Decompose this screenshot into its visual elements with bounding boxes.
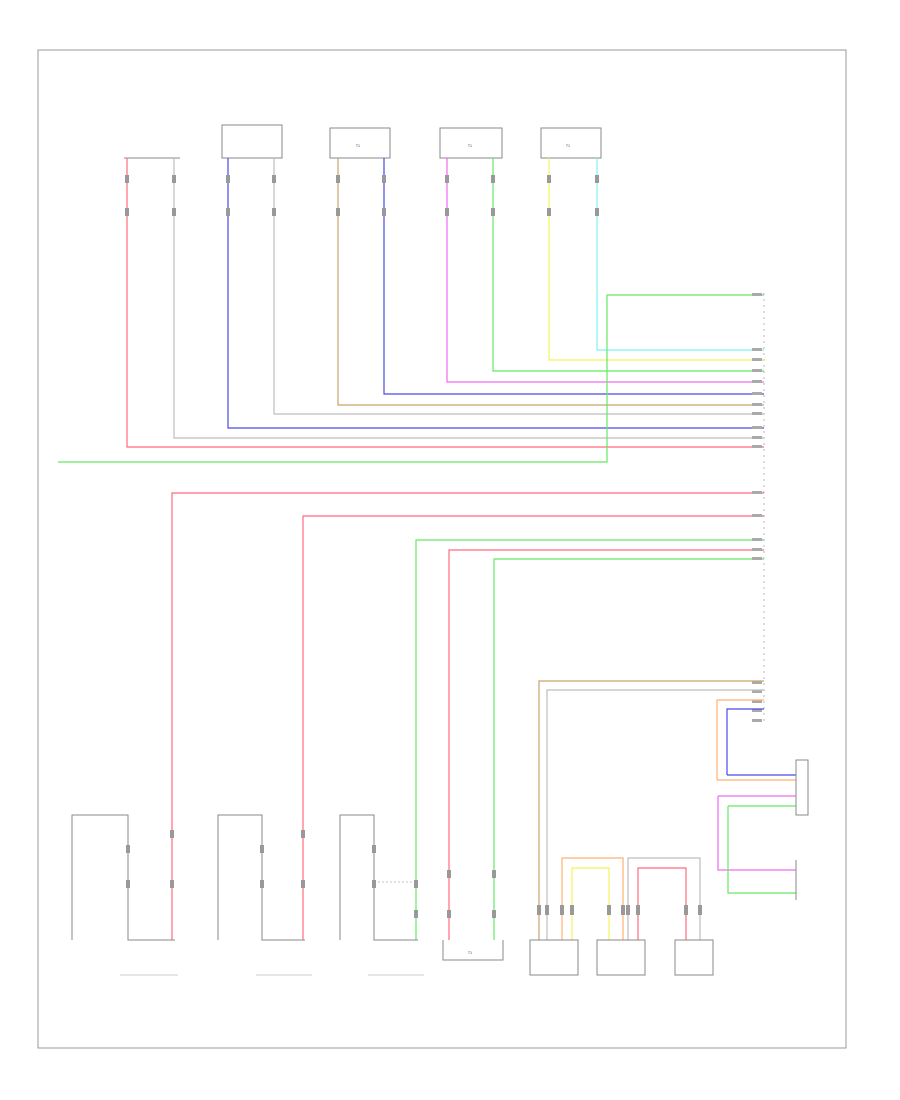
top-component-4: T1 [439, 127, 503, 159]
top-component-3: T1 [329, 127, 391, 159]
bottom-component-5 [339, 814, 418, 941]
diagram-frame [37, 49, 847, 1049]
bottom-component-8 [529, 939, 714, 976]
bottom-component-3 [217, 814, 305, 941]
bottom-component-1 [71, 814, 175, 941]
svg-text:T1: T1 [467, 951, 472, 955]
module-pin-labels [752, 293, 762, 722]
svg-text:T1: T1 [355, 144, 360, 148]
svg-text:T1: T1 [467, 144, 472, 148]
svg-text:T1: T1 [565, 144, 570, 148]
bottom-wire-connectors [126, 830, 702, 918]
bottom-component-7: T1 [442, 940, 504, 961]
middle-wires [171, 492, 764, 940]
top-component-5: T1 [540, 127, 602, 159]
lower-right-wires [538, 680, 796, 940]
top-component-2 [221, 124, 283, 159]
top-wire-connectors [125, 175, 599, 216]
top-wires [58, 158, 764, 463]
right-component-1 [795, 759, 809, 816]
